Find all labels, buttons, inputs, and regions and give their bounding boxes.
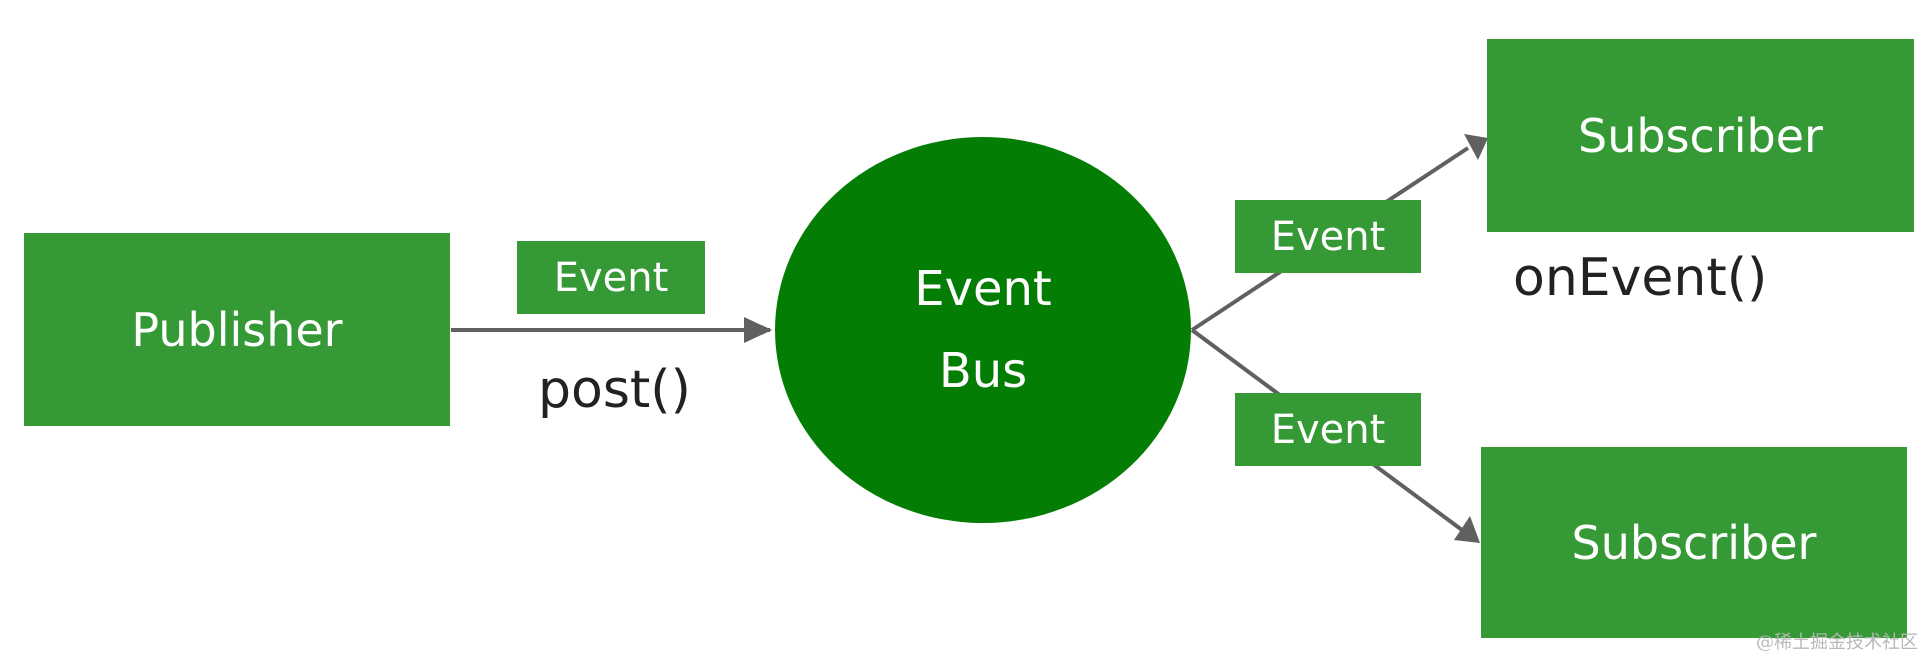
upper-event-tag: Event: [1235, 200, 1421, 273]
arrowhead-bus-top-subscriber: [1464, 134, 1488, 160]
arrowhead-bus-bottom-subscriber: [1454, 516, 1480, 543]
event-bus-node: Event Bus: [775, 137, 1191, 523]
arrowhead-publisher-bus: [744, 317, 772, 343]
on-event-method-label: onEvent(): [1513, 248, 1768, 308]
post-method-label: post(): [538, 360, 691, 420]
top-subscriber-label: Subscriber: [1578, 108, 1823, 163]
upper-event-label: Event: [1270, 213, 1386, 260]
top-subscriber-box: Subscriber: [1487, 39, 1914, 232]
lower-event-tag: Event: [1235, 393, 1421, 466]
bottom-subscriber-label: Subscriber: [1571, 515, 1817, 570]
post-event-label: Event: [553, 254, 669, 301]
event-bus-line2: Bus: [938, 343, 1028, 399]
event-bus-line1: Event: [914, 261, 1052, 317]
watermark: @稀土掘金技术社区: [1756, 632, 1918, 653]
bottom-subscriber-box: Subscriber: [1481, 447, 1907, 638]
publisher-box: Publisher: [24, 233, 450, 426]
post-event-tag: Event: [517, 241, 705, 314]
publisher-label: Publisher: [131, 302, 343, 357]
lower-event-label: Event: [1270, 406, 1386, 453]
